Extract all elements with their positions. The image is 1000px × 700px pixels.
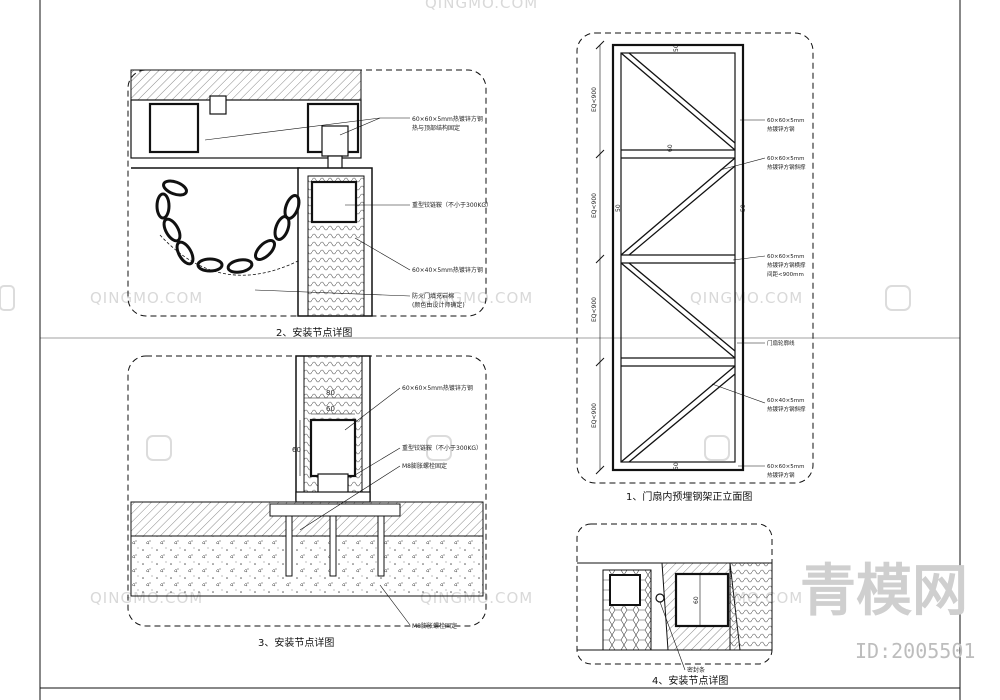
dimension-label: EQ<900: [591, 193, 598, 218]
detail-title: 1、门扇内预埋钢架正立面图: [626, 490, 752, 503]
dimension-label: 50: [673, 462, 680, 470]
note-label: 热镀锌方钢: [767, 125, 795, 133]
note-label: M8膨胀螺栓固定: [412, 622, 457, 630]
site-name-watermark: 青模网: [800, 559, 968, 624]
dimension-label: 50: [740, 204, 747, 212]
note-label: M8膨胀螺栓固定: [402, 462, 447, 470]
detail-3-installation-node: 80 60 60 60×60×5mm热镀锌方钢 重型铰链鞍（不小于300KG） …: [127, 355, 487, 649]
note-label: 热镀锌方钢斜撑: [767, 163, 806, 171]
dimension-label: 60: [667, 144, 674, 152]
note-label: 重型铰链鞍（不小于300KG）: [412, 201, 492, 209]
brand-watermark: 青模网 ID:2005501: [800, 559, 975, 663]
sheet-frame: [39, 0, 961, 700]
dimension-label: 60: [292, 446, 301, 454]
note-label: 60×40×5mm热镀锌方钢: [412, 266, 483, 274]
watermark-text: QINGMO.COM: [90, 289, 203, 307]
logo-watermark-icon: [0, 285, 911, 461]
note-label: 门扇轮廓线: [767, 339, 795, 347]
note-label: 60×60×5mm: [767, 464, 804, 470]
note-label: 间距<900mm: [767, 270, 804, 278]
detail-title: 3、安装节点详图: [258, 636, 334, 649]
dimension-label: 80: [326, 389, 335, 397]
note-label: 热镀锌方钢横撑: [767, 261, 806, 269]
dimension-label: 50: [615, 204, 622, 212]
watermark-text: QINGMO.COM: [690, 289, 803, 307]
note-label: 防火门填充岩棉: [412, 292, 454, 300]
detail-4-installation-node: 60 密封条 4、安装节点详图: [576, 523, 773, 687]
note-label: 热镀锌方钢斜撑: [767, 405, 806, 413]
note-label: (颜色由设计师确定): [412, 301, 465, 309]
note-label: 60×60×5mm: [767, 254, 804, 260]
watermark-text: QINGMO.COM: [425, 0, 538, 12]
watermark-text: QINGMO.COM: [420, 289, 533, 307]
note-label: 重型铰链鞍（不小于300KG）: [402, 444, 482, 452]
note-label: 密封条: [687, 666, 705, 674]
note-label: 热与顶部结构固定: [412, 124, 460, 132]
detail-title: 2、安装节点详图: [276, 326, 352, 339]
note-label: 60×60×5mm热镀锌方钢: [412, 115, 483, 123]
dimension-label: 50: [673, 44, 680, 52]
dimension-label: EQ<900: [591, 87, 598, 112]
dimension-label: 60: [326, 405, 335, 413]
detail-title: 4、安装节点详图: [652, 674, 728, 687]
dimension-label: 60: [693, 596, 700, 604]
image-id-watermark: ID:2005501: [855, 639, 975, 663]
note-label: 热镀锌方钢: [767, 471, 795, 479]
chain-icon: [155, 179, 301, 274]
detail-2-installation-node: 60×60×5mm热镀锌方钢 热与顶部结构固定 重型铰链鞍（不小于300KG） …: [127, 69, 492, 339]
note-label: 60×60×5mm: [767, 156, 804, 162]
note-label: 60×60×5mm: [767, 118, 804, 124]
detail-1-door-frame-elevation: EQ<900 EQ<900 EQ<900 EQ<900 50 60 50 50 …: [576, 32, 814, 503]
dimension-label: EQ<900: [591, 297, 598, 322]
dimension-label: EQ<900: [591, 403, 598, 428]
note-label: 60×60×5mm热镀锌方钢: [402, 384, 473, 392]
note-label: 60×40×5mm: [767, 398, 804, 404]
